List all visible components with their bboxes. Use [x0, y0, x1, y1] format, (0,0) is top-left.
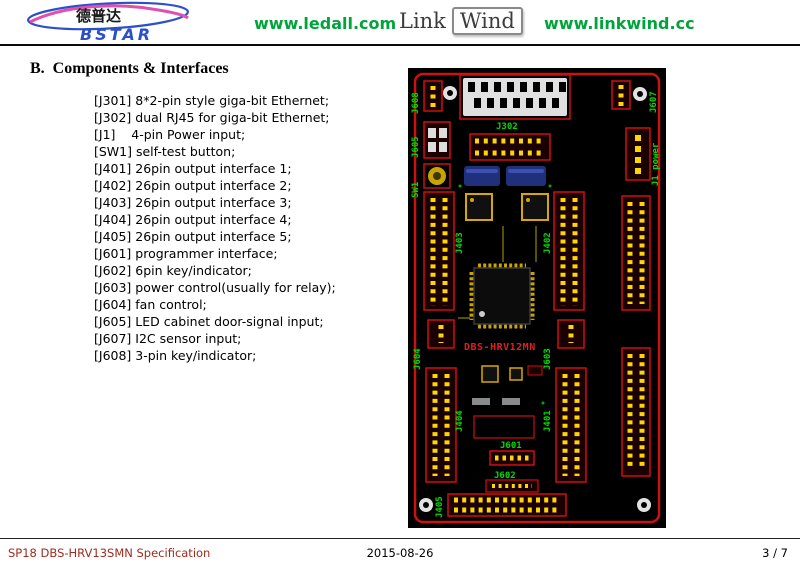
footer-doc-title: SP18 DBS-HRV13SMN Specification: [8, 546, 211, 560]
component-line-j405: [J405] 26pin output interface 5;: [94, 229, 292, 244]
connector-j601: [489, 450, 535, 466]
component-line-j404: [J404] 26pin output interface 4;: [94, 212, 292, 227]
logo-text-en: BSTAR: [80, 25, 153, 44]
connector-j1-power: [625, 127, 651, 181]
pcb-label-j401: J401: [543, 410, 553, 432]
pcb-label-j403: J403: [455, 232, 465, 254]
pcb-label-j605: J605: [411, 136, 421, 158]
component-line-j402: [J402] 26pin output interface 2;: [94, 178, 292, 193]
pcb-label-j603: J603: [543, 348, 553, 370]
pcb-label-j601: J601: [500, 441, 522, 451]
pcb-label-j402: J402: [543, 232, 553, 254]
main-chip: [469, 263, 535, 329]
ledall-url[interactable]: www.ledall.com: [254, 14, 397, 33]
connector-j603: [557, 319, 585, 349]
linkwind-url[interactable]: www.linkwind.cc: [544, 14, 695, 33]
pcb-photo: J608 J302 J607: [408, 68, 666, 528]
component-line-j605: [J605] LED cabinet door-signal input;: [94, 314, 324, 329]
component-line-j601: [J601] programmer interface;: [94, 246, 278, 261]
pcb-label-j302: J302: [496, 122, 518, 132]
connector-j301: [469, 133, 551, 161]
logo-text-cn: 德普达: [76, 7, 121, 25]
page-header: 德普达 BSTAR www.ledall.com Link Wind www.l…: [0, 0, 800, 46]
pcb-label-j604: J604: [413, 348, 423, 370]
pcb-label-j607: J607: [649, 91, 659, 113]
component-line-j603: [J603] power control(usually for relay);: [94, 280, 336, 295]
component-line-j604: [J604] fan control;: [94, 297, 207, 312]
mounting-holes: [419, 86, 651, 512]
footer-divider: [0, 538, 800, 539]
linkwind-logo: Link Wind: [399, 7, 523, 35]
connector-j602: [485, 479, 539, 493]
component-line-j607: [J607] I2C sensor input;: [94, 331, 242, 346]
pcb-label-j608: J608: [411, 92, 421, 114]
connector-j607: [611, 80, 631, 110]
blue-components: [464, 166, 546, 186]
linkwind-logo-link-text: Link: [399, 9, 446, 33]
footer-date: 2015-08-26: [366, 546, 434, 560]
pcb-board-outline: [413, 72, 661, 524]
pcb-label-j1-power: J1 power: [651, 142, 661, 186]
connector-j403: [423, 191, 455, 311]
pcb-label-sw1: SW1: [411, 182, 421, 198]
component-line-j302: [J302] dual RJ45 for giga-bit Ethernet;: [94, 110, 330, 125]
pcb-traces: [458, 184, 552, 405]
misc-components: [472, 365, 543, 439]
connector-j404: [425, 367, 457, 483]
pcb-label-j404: J404: [455, 410, 465, 432]
connector-j401: [555, 367, 587, 483]
pcb-label-j602: J602: [494, 471, 516, 481]
connector-j608: [423, 80, 443, 112]
component-line-j602: [J602] 6pin key/indicator;: [94, 263, 252, 278]
component-list: [J301] 8*2-pin style giga-bit Ethernet; …: [94, 92, 336, 364]
component-line-j401: [J401] 26pin output interface 1;: [94, 161, 292, 176]
small-ic-chips: [465, 193, 549, 221]
footer-page-number: 3 / 7: [762, 546, 788, 560]
connector-j605: [423, 121, 451, 159]
connector-j302: [459, 74, 571, 120]
logo-swoosh-icon: [29, 4, 189, 24]
component-line-sw1: [SW1] self-test button;: [94, 144, 236, 159]
component-line-j1: [J1] 4-pin Power input;: [94, 127, 246, 142]
component-line-j403: [J403] 26pin output interface 3;: [94, 195, 292, 210]
connector-j402: [553, 191, 585, 311]
logo-ellipse-icon: [27, 1, 189, 31]
connector-j405: [447, 493, 567, 517]
pcb-label-chip-model: DBS-HRV12MN: [464, 342, 536, 353]
component-line-j301: [J301] 8*2-pin style giga-bit Ethernet;: [94, 93, 330, 108]
pcb-label-j405: J405: [435, 496, 445, 518]
section-title: B. Components & Interfaces: [30, 60, 229, 77]
connector-j604: [427, 319, 455, 349]
bstar-logo: 德普达 BSTAR: [24, 1, 196, 49]
button-sw1: [423, 163, 451, 189]
component-line-j608: [J608] 3-pin key/indicator;: [94, 348, 257, 363]
linkwind-logo-wind-box: Wind: [451, 7, 523, 35]
edge-connectors: [621, 195, 651, 477]
